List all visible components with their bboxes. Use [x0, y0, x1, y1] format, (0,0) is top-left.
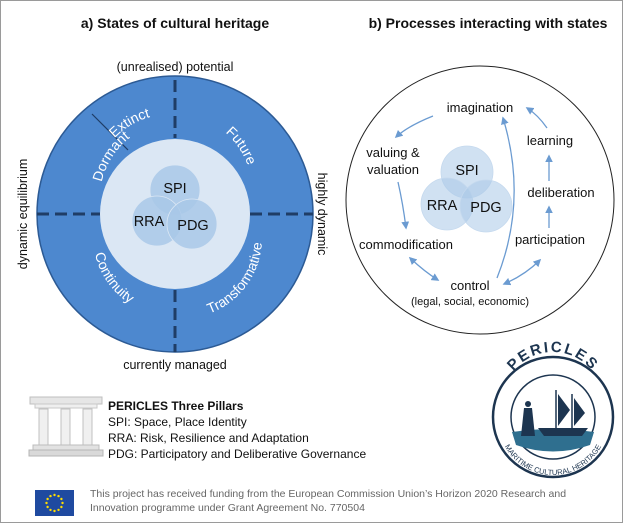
- dormant-extinct-divider: [91, 113, 129, 151]
- process-deliberation: deliberation: [527, 185, 594, 200]
- process-learning: learning: [527, 133, 573, 148]
- legend-item-rra: RRA: Risk, Resilience and Adaptation: [108, 431, 309, 445]
- process-commodification: commodification: [359, 237, 453, 252]
- right-panel-title: b) Processes interacting with states: [369, 15, 608, 31]
- pillar-pdg-label-left: PDG: [177, 218, 208, 234]
- process-control-subtitle: (legal, social, economic): [411, 296, 529, 308]
- legend-title: PERICLES Three Pillars: [108, 399, 244, 413]
- eu-flag-icon: [35, 490, 74, 516]
- process-participation: participation: [515, 232, 585, 247]
- pillar-spi-label-right: SPI: [455, 163, 478, 179]
- legend-item-spi: SPI: Space, Place Identity: [108, 415, 247, 429]
- pillar-rra-label-left: RRA: [134, 214, 165, 230]
- process-valuing-line2: valuation: [367, 162, 419, 177]
- pillar-spi-label-left: SPI: [163, 181, 186, 197]
- logo-ship-icon: [538, 390, 588, 436]
- arrow-imagination-to-valuing: [394, 115, 434, 139]
- pericles-logo: PERICLES MARITIME CULTURAL HERITAGE: [491, 339, 615, 479]
- arrow-control-participation: [502, 258, 542, 286]
- pillar-rra-label-right: RRA: [427, 198, 458, 214]
- arrow-control-to-imagination: [496, 116, 515, 279]
- pillar-pdg-circle-left: [166, 198, 218, 250]
- arrow-learning-to-imagination: [525, 107, 548, 129]
- funding-statement: This project has received funding from t…: [90, 488, 567, 514]
- process-imagination: imagination: [447, 100, 514, 115]
- pillar-pdg-circle-right: [459, 179, 513, 233]
- top-axis-label: (unrealised) potential: [117, 60, 234, 74]
- right-axis-label: highly dynamic: [315, 173, 329, 256]
- left-axis-label: dynamic equilibrium: [16, 159, 30, 269]
- legend-item-pdg: PDG: Participatory and Deliberative Gove…: [108, 447, 367, 461]
- left-panel-title: a) States of cultural heritage: [81, 15, 269, 31]
- pillars-legend: PERICLES Three Pillars SPI: Space, Place…: [108, 398, 366, 462]
- pillars-icon: [28, 396, 104, 457]
- process-valuing-line1: valuing &: [366, 145, 420, 160]
- arrow-valuing-to-commodification: [397, 181, 410, 230]
- arrow-commodification-control: [408, 256, 440, 281]
- logo-figure-icon: [521, 401, 535, 436]
- bottom-axis-label: currently managed: [123, 358, 227, 372]
- pillar-pdg-label-right: PDG: [470, 200, 501, 216]
- process-control: control: [450, 278, 489, 293]
